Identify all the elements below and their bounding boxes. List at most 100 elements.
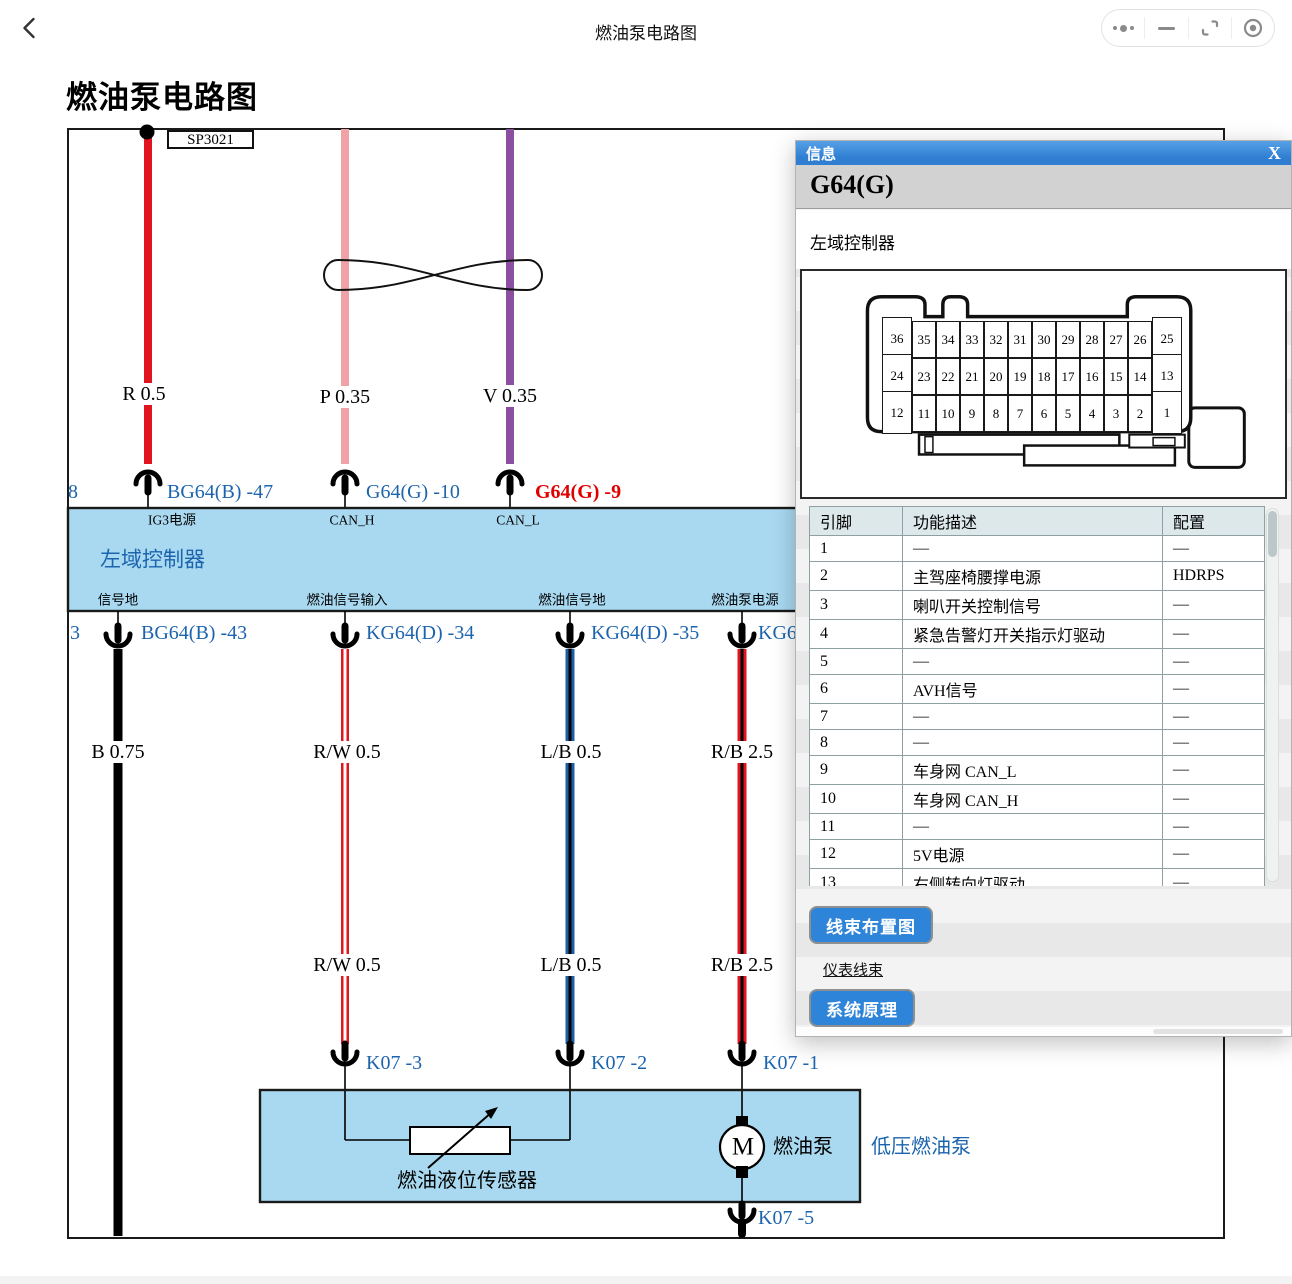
pin-table-row: 5—— — [809, 648, 1265, 675]
restore-icon[interactable] — [1189, 10, 1231, 46]
pin-cell: 16 — [1080, 358, 1104, 395]
pin-table-head-row: 引脚功能描述配置 — [809, 506, 1265, 536]
pin-table-header: 功能描述 — [902, 506, 1163, 536]
connector-link[interactable]: KG64(D) -34 — [366, 622, 475, 644]
pin-cell: 36 — [882, 317, 912, 360]
pin-cell: 31 — [1008, 321, 1032, 358]
horizontal-scrollbar[interactable] — [1153, 1029, 1283, 1034]
connector-link[interactable]: KG64(D) -35 — [591, 622, 700, 644]
system-principle-button[interactable]: 系统原理 — [809, 989, 915, 1027]
pin-cell: 18 — [1032, 358, 1056, 395]
wire-label: R/W 0.5 — [310, 954, 384, 976]
connector-link[interactable]: K07 -2 — [591, 1052, 648, 1074]
pin-cell: 34 — [936, 321, 960, 358]
close-icon[interactable]: X — [1268, 142, 1281, 163]
pump-label: 燃油泵 — [773, 1136, 833, 1158]
more-dots-icon[interactable] — [1102, 10, 1144, 46]
info-panel-header: 信息 X — [796, 141, 1291, 165]
pin-cell: 25 — [1152, 317, 1182, 360]
divider — [1230, 17, 1232, 39]
wire-label: L/B 0.5 — [537, 741, 605, 763]
pin-function-label: 燃油信号地 — [538, 592, 606, 608]
connector-title: G64(G) — [796, 165, 1291, 209]
pin-cell: 7 — [1008, 395, 1032, 432]
pin-table-row: 7—— — [809, 703, 1265, 730]
pin-function-label: 燃油泵电源 — [711, 592, 779, 608]
pump-side-label: 低压燃油泵 — [871, 1136, 971, 1158]
pin-cell: 33 — [960, 321, 984, 358]
page-title: 燃油泵电路图 — [66, 80, 258, 115]
pin-cell: 6 — [1032, 395, 1056, 432]
pin-function-label: CAN_L — [496, 512, 540, 528]
pin-cell: 11 — [912, 395, 936, 432]
pin-table-header: 引脚 — [809, 506, 903, 536]
harness-layout-button[interactable]: 线束布置图 — [809, 906, 933, 944]
connector-link[interactable]: BG64(B) -47 — [167, 481, 274, 503]
pin-table-row: 8—— — [809, 729, 1265, 756]
pin-table-header: 配置 — [1162, 506, 1265, 536]
pin-cell: 30 — [1032, 321, 1056, 358]
wire-label: R/W 0.5 — [310, 741, 384, 763]
connector-link[interactable]: KG6 — [758, 622, 797, 644]
pin-cell: 27 — [1104, 321, 1128, 358]
wire-label: L/B 0.5 — [537, 954, 605, 976]
partial-connector-label: 8 — [68, 481, 78, 503]
wire-label: V 0.35 — [479, 385, 541, 407]
pin-function-label: IG3电源 — [148, 512, 196, 528]
connector-link[interactable]: K07 -3 — [366, 1052, 423, 1074]
controller-name: 左域控制器 — [100, 547, 205, 572]
info-panel-title: 信息 — [806, 145, 837, 163]
sensor-label: 燃油液位传感器 — [397, 1170, 537, 1192]
wire-label: R 0.5 — [119, 383, 169, 405]
wire-label: R/B 2.5 — [707, 954, 777, 976]
pin-cell: 10 — [936, 395, 960, 432]
back-icon[interactable] — [16, 14, 44, 42]
table-scrollbar[interactable] — [1266, 508, 1279, 882]
pin-cell: 4 — [1080, 395, 1104, 432]
instrument-harness-link[interactable]: 仪表线束 — [823, 963, 884, 979]
connector-link[interactable]: K07 -5 — [758, 1207, 815, 1229]
pin-cell: 1 — [1152, 391, 1182, 434]
top-bar: 燃油泵电路图 — [0, 0, 1292, 56]
window-title: 燃油泵电路图 — [595, 24, 697, 43]
panel-footer — [796, 1027, 1291, 1036]
connector-link[interactable]: K07 -1 — [763, 1052, 820, 1074]
pin-cell: 14 — [1128, 358, 1152, 395]
pin-cell: 3 — [1104, 395, 1128, 432]
target-circle-icon[interactable] — [1232, 10, 1274, 46]
pin-cell: 17 — [1056, 358, 1080, 395]
window-controls — [1101, 9, 1275, 47]
minimize-icon[interactable] — [1145, 10, 1187, 46]
pin-cell: 5 — [1056, 395, 1080, 432]
connector-link[interactable]: BG64(B) -43 — [141, 622, 248, 644]
pin-cell: 9 — [960, 395, 984, 432]
pin-cell: 21 — [960, 358, 984, 395]
connector-description: 左域控制器 — [796, 210, 1291, 269]
pin-cell: 20 — [984, 358, 1008, 395]
table-scrollbar-thumb[interactable] — [1268, 511, 1277, 557]
pin-cell: 23 — [912, 358, 936, 395]
motor-letter: M — [731, 1133, 755, 1161]
connector-link[interactable]: G64(G) -10 — [366, 481, 460, 503]
connector-link-selected[interactable]: G64(G) -9 — [535, 481, 622, 503]
pin-table-row: 1—— — [809, 535, 1265, 562]
splice-label: SP3021 — [167, 130, 254, 149]
pin-cell: 19 — [1008, 358, 1032, 395]
pin-cell: 24 — [882, 354, 912, 397]
wire-label: B 0.75 — [88, 741, 148, 763]
divider — [1144, 17, 1146, 39]
pin-table-row: 11—— — [809, 813, 1265, 840]
pin-cell: 2 — [1128, 395, 1152, 432]
